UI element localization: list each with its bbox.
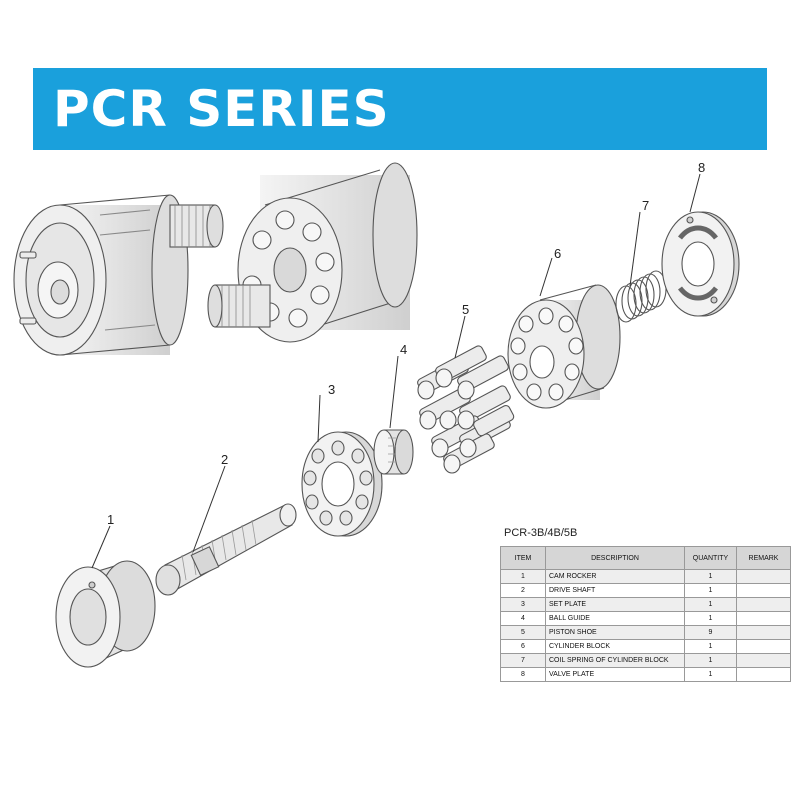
cell-remark [736,625,791,640]
cell-quantity: 1 [684,597,737,612]
cell-description: PISTON SHOE [545,625,685,640]
callout-3: 3 [328,382,335,397]
cell-description: VALVE PLATE [545,667,685,682]
callout-2: 2 [221,452,228,467]
cell-quantity: 1 [684,583,737,598]
table-row: 4 BALL GUIDE 1 [500,611,791,626]
table-row: 3 SET PLATE 1 [500,597,791,612]
cell-remark [736,667,791,682]
callout-8: 8 [698,160,705,175]
cell-quantity: 1 [684,653,737,668]
page-title: PCR SERIES [53,80,390,138]
header-item: ITEM [500,546,546,570]
parts-table-panel: PCR-3B/4B/5B ITEM DESCRIPTION QUANTITY R… [500,526,791,682]
part-piston-shoes [417,345,515,474]
callout-7: 7 [642,198,649,213]
cell-quantity: 1 [684,667,737,682]
cell-remark [736,597,791,612]
parts-table-title: PCR-3B/4B/5B [504,527,578,539]
callout-5: 5 [462,302,469,317]
callout-4: 4 [400,342,407,357]
cell-item: 3 [500,597,546,612]
callout-leaders [91,173,701,569]
cell-remark [736,611,791,626]
table-row: 2 DRIVE SHAFT 1 [500,583,791,598]
cell-description: CAM ROCKER [545,569,685,584]
cell-quantity: 1 [684,611,737,626]
header-description: DESCRIPTION [545,546,685,570]
part-coil-spring [615,270,667,323]
cell-item: 6 [500,639,546,654]
assembled-pump-right [207,162,418,343]
cell-description: DRIVE SHAFT [545,583,685,598]
parts-table: ITEM DESCRIPTION QUANTITY REMARK 1 CAM R… [500,546,791,682]
cell-item: 8 [500,667,546,682]
callout-labels: 1 2 3 4 5 6 7 8 [107,160,705,527]
cell-description: SET PLATE [545,597,685,612]
cell-item: 4 [500,611,546,626]
cell-description: BALL GUIDE [545,611,685,626]
table-row: 6 CYLINDER BLOCK 1 [500,639,791,654]
cell-quantity: 9 [684,625,737,640]
cell-description: COIL SPRING OF CYLINDER BLOCK [545,653,685,668]
header-quantity: QUANTITY [684,546,737,570]
cell-remark [736,639,791,654]
cell-description: CYLINDER BLOCK [545,639,685,654]
part-cylinder-block [507,284,621,409]
table-header-row: ITEM DESCRIPTION QUANTITY REMARK [500,546,791,570]
cell-remark [736,583,791,598]
cell-remark [736,569,791,584]
title-banner: PCR SERIES [33,68,767,150]
cell-quantity: 1 [684,639,737,654]
part-set-plate [301,431,383,537]
part-drive-shaft [155,503,297,596]
cell-quantity: 1 [684,569,737,584]
callout-6: 6 [554,246,561,261]
table-row: 5 PISTON SHOE 9 [500,625,791,640]
header-remark: REMARK [736,546,791,570]
callout-1: 1 [107,512,114,527]
cell-item: 2 [500,583,546,598]
assembled-pump-left [13,194,224,356]
table-row: 8 VALVE PLATE 1 [500,667,791,682]
cell-item: 7 [500,653,546,668]
cell-item: 1 [500,569,546,584]
cell-item: 5 [500,625,546,640]
part-cam-rocker [55,560,156,668]
part-ball-guide [373,429,414,475]
table-row: 7 COIL SPRING OF CYLINDER BLOCK 1 [500,653,791,668]
cell-remark [736,653,791,668]
part-valve-plate [661,211,740,317]
table-row: 1 CAM ROCKER 1 [500,569,791,584]
